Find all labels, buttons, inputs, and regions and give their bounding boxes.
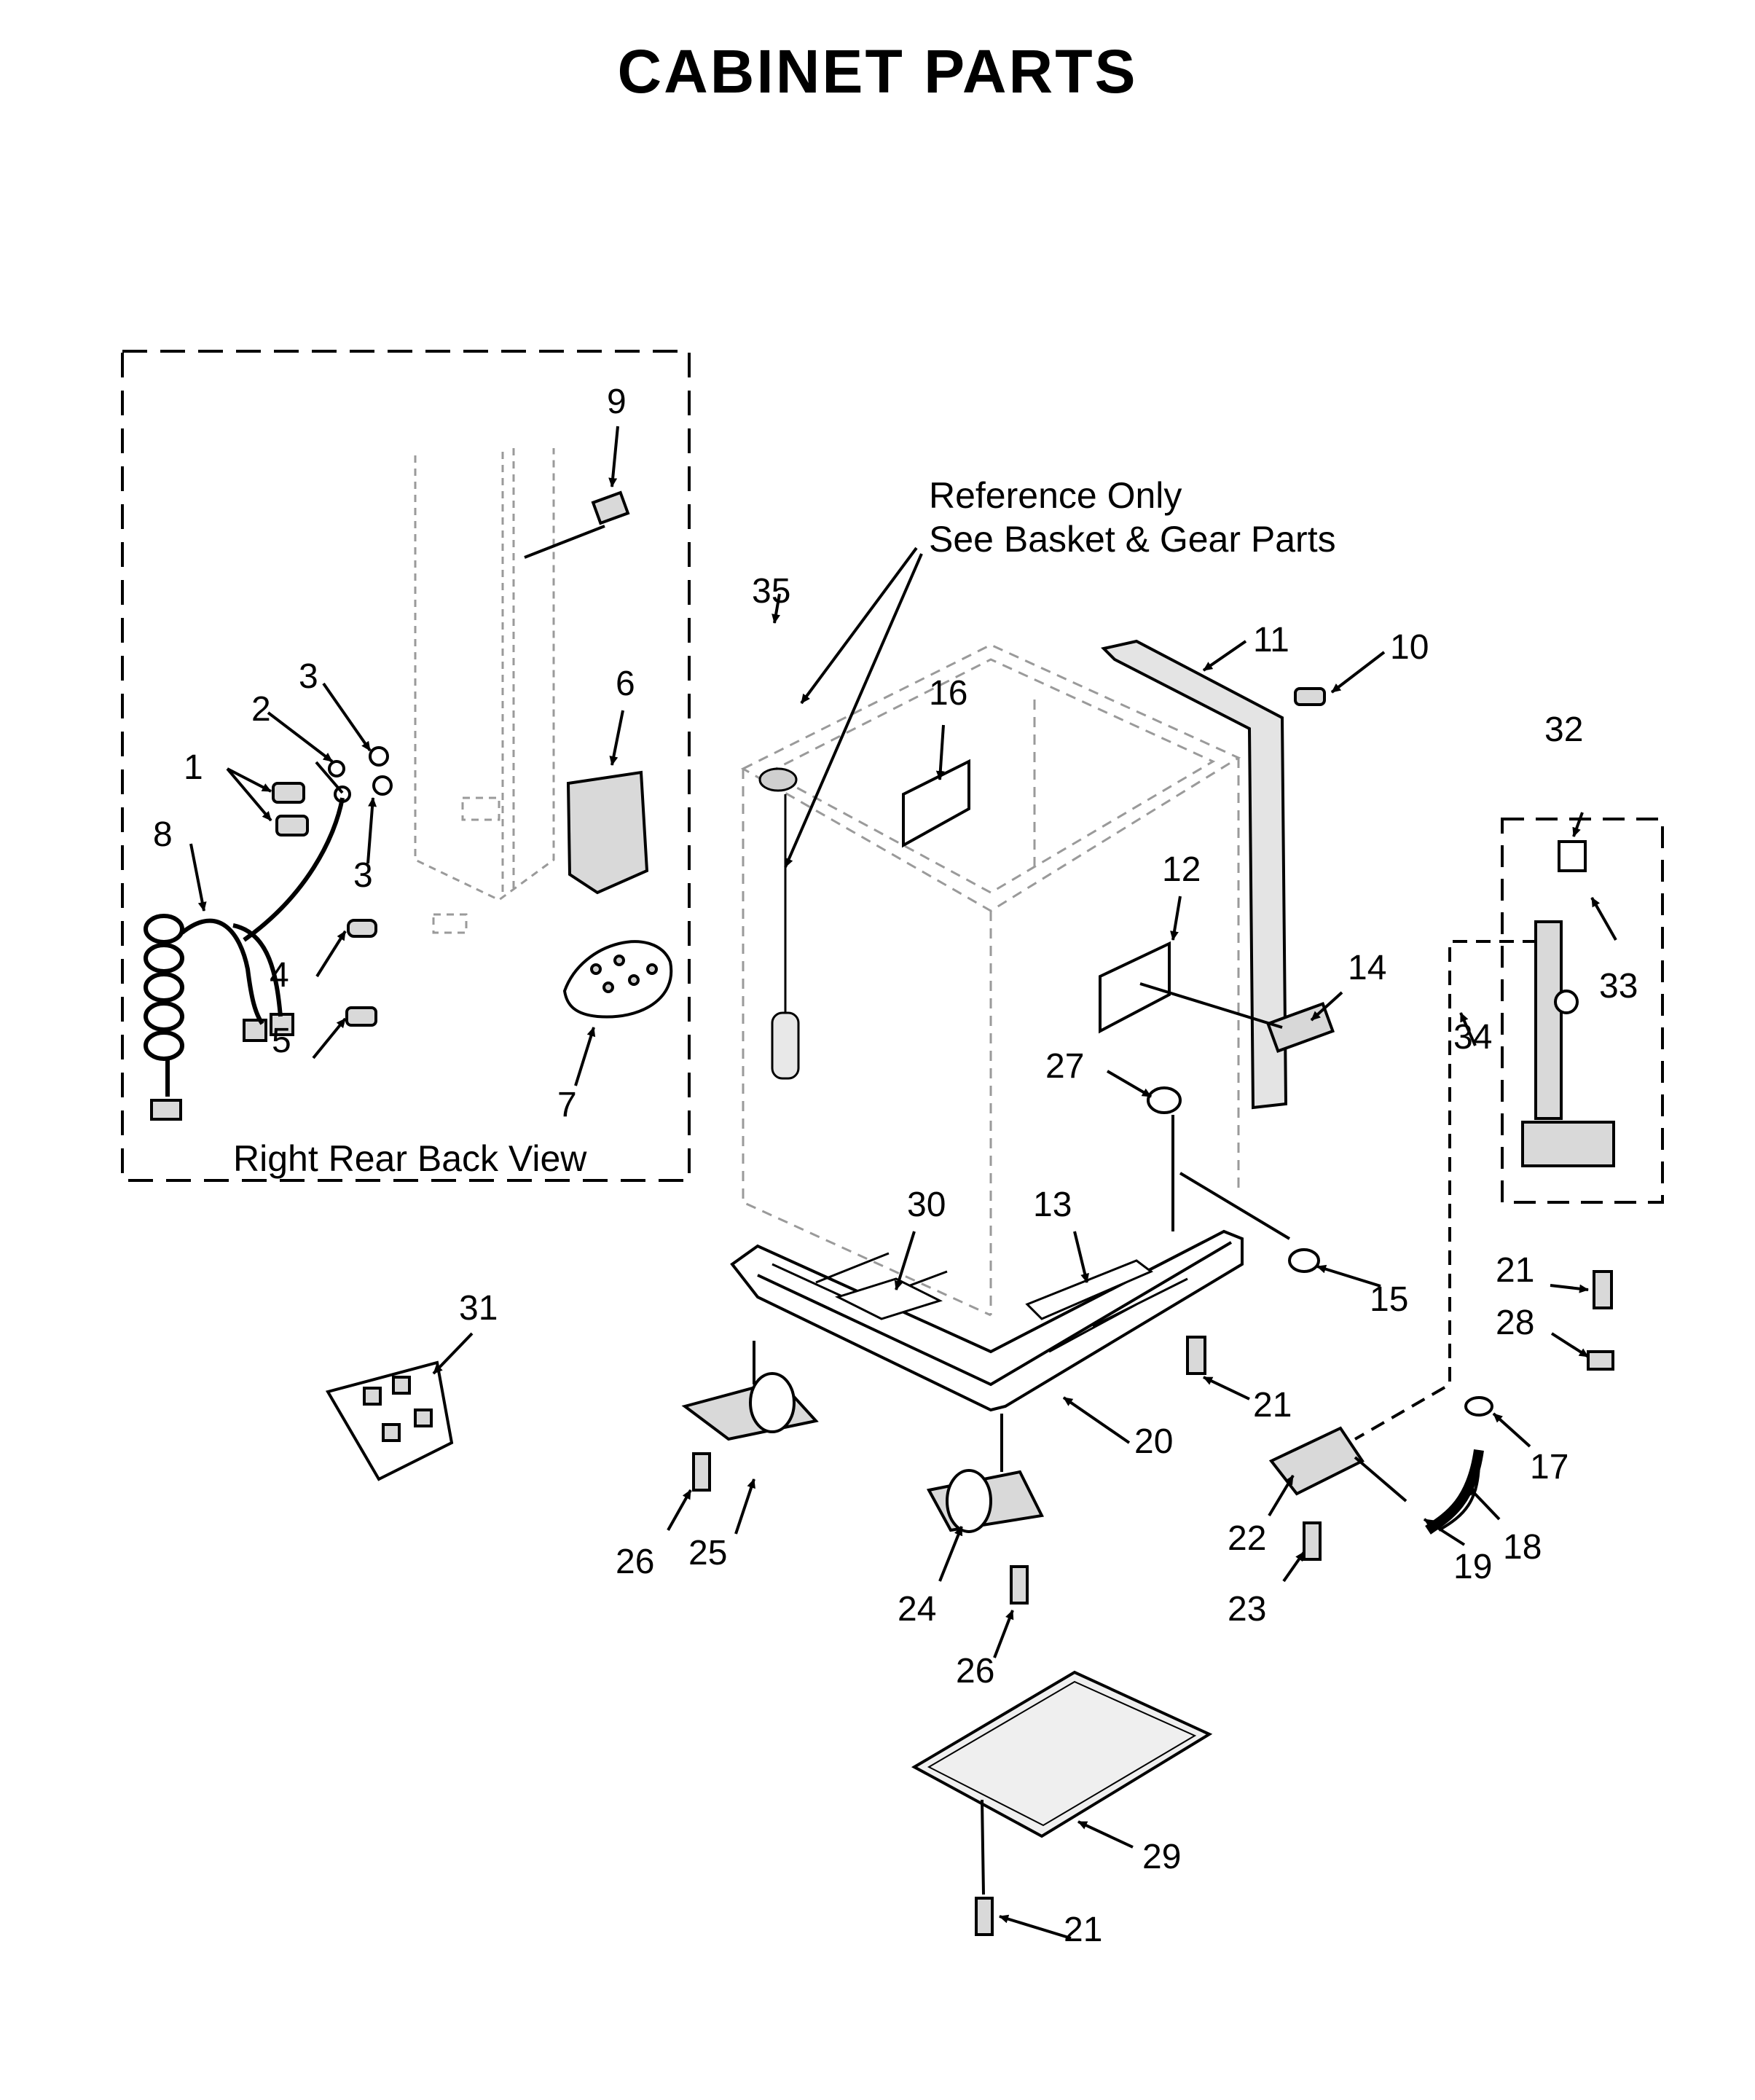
- rear-view-box: [121, 350, 691, 1182]
- callout-3b: 3: [353, 856, 373, 895]
- cabinet-ghost: [740, 643, 1241, 1317]
- label-16: [902, 759, 970, 848]
- callout-15: 15: [1370, 1280, 1409, 1319]
- callout-27: 27: [1045, 1047, 1085, 1086]
- callout-21-pan: 21: [1064, 1911, 1103, 1949]
- callout-13: 13: [1033, 1186, 1072, 1224]
- callout-12: 12: [1162, 850, 1201, 889]
- callout-16: 16: [929, 674, 968, 713]
- valve-kit-box: [1501, 818, 1664, 1204]
- callout-22: 22: [1228, 1519, 1267, 1558]
- callout-2: 2: [251, 690, 271, 729]
- callout-28: 28: [1496, 1304, 1535, 1342]
- drain-pan: [911, 1670, 1213, 1838]
- callout-3: 3: [299, 657, 318, 696]
- side-bracket: [1101, 639, 1288, 1110]
- callout-7: 7: [557, 1086, 577, 1124]
- callout-31: 31: [459, 1289, 498, 1328]
- callout-25: 25: [688, 1534, 728, 1572]
- callout-29: 29: [1142, 1838, 1182, 1876]
- callout-1: 1: [184, 748, 203, 787]
- callout-34: 34: [1453, 1018, 1493, 1057]
- callout-8: 8: [153, 815, 173, 854]
- callout-35: 35: [752, 572, 791, 611]
- callout-11: 11: [1253, 621, 1289, 659]
- callout-4: 4: [270, 956, 289, 995]
- label-12: [1099, 941, 1171, 1034]
- callout-10: 10: [1390, 628, 1429, 667]
- callout-20: 20: [1134, 1422, 1174, 1461]
- callout-21-right: 21: [1496, 1251, 1535, 1290]
- callout-32: 32: [1544, 710, 1584, 749]
- leader-lines: [189, 426, 1617, 1940]
- callout-18: 18: [1503, 1528, 1542, 1567]
- callout-19: 19: [1453, 1548, 1493, 1586]
- callout-26-mid: 26: [956, 1652, 995, 1690]
- callout-33: 33: [1599, 967, 1638, 1006]
- rear-view-caption: Right Rear Back View: [233, 1138, 587, 1179]
- callout-23: 23: [1228, 1590, 1267, 1629]
- label-30: [835, 1277, 943, 1320]
- rear-panel-ghost: [414, 448, 555, 934]
- page-title: CABINET PARTS: [617, 37, 1138, 106]
- callout-14: 14: [1348, 949, 1387, 987]
- power-cord: [144, 797, 345, 1097]
- callout-30: 30: [907, 1186, 946, 1224]
- small-parts: [150, 490, 1615, 1936]
- reference-only-note: Reference Only: [929, 475, 1182, 516]
- callout-17: 17: [1530, 1448, 1569, 1486]
- callout-6: 6: [616, 665, 635, 703]
- cabinet-base: [730, 1229, 1244, 1412]
- callout-21-base: 21: [1253, 1386, 1292, 1425]
- callout-26-left: 26: [616, 1543, 655, 1581]
- callout-5: 5: [272, 1022, 291, 1060]
- callout-24: 24: [898, 1590, 937, 1629]
- label-13: [1025, 1259, 1153, 1320]
- callout-9: 9: [607, 383, 627, 421]
- see-basket-note: See Basket & Gear Parts: [929, 519, 1336, 560]
